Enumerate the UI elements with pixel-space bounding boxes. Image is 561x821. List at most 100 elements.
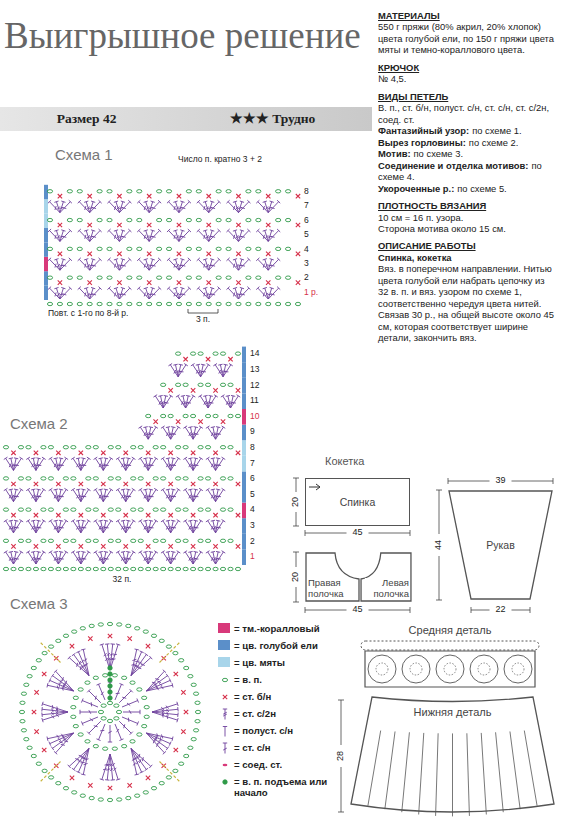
double-crochet [223,727,227,737]
color-bar [242,409,246,425]
chain-stitch [18,477,23,480]
double-crochet [193,551,203,564]
double-crochet [58,457,68,470]
double-crochet [59,259,65,271]
double-crochet [71,457,81,470]
single-crochet [124,482,128,486]
body-text: по схеме 3. [414,148,463,159]
double-crochet [209,258,221,270]
chain-stitch [183,383,188,386]
chain-stitch [93,744,98,747]
chart-label: 45 [352,528,362,538]
chain-stitch [144,705,149,708]
single-crochet [206,357,210,361]
chart-label: 8 [250,443,255,452]
chain-stitch [122,744,127,747]
chain-stitch [67,190,72,193]
single-crochet [296,194,300,198]
chain-stitch [196,302,201,305]
paragraph: № 4,5. [378,73,556,84]
double-crochet [181,395,186,408]
dimension-line [369,533,411,534]
double-crochet [167,229,179,241]
chain-stitch [190,414,195,417]
chain-stitch [73,724,78,727]
chain-stitch [205,383,210,386]
double-crochet [268,259,274,271]
chain-stitch [183,446,188,449]
chain-stitch [276,218,281,221]
paragraph: Вяз. в поперечном направлении. Нитью цве… [378,263,556,343]
pattern-piece: Левая полочка [360,552,412,602]
single-crochet [236,223,240,227]
chain-stitch [67,218,72,221]
double-crochet [178,230,184,242]
single-crochet [127,783,131,787]
chain-stitch [56,781,61,784]
double-crochet [193,488,203,501]
double-crochet [167,287,179,299]
direction-arrow [309,484,320,490]
single-crochet [147,280,151,284]
double-crochet [209,229,221,241]
double-crochet [268,229,280,241]
motif [436,655,464,683]
piece-label: Рукав [486,539,515,551]
pleat-line [436,733,439,816]
double-crochet [49,551,59,564]
body-text: ВИДЫ ПЕТЕЛЬ [378,91,448,102]
single-crochet [11,482,15,486]
single-crochet [168,388,172,392]
outline [306,553,359,601]
chain-stitch [127,190,132,193]
chain-stitch [222,678,227,681]
double-crochet [178,201,184,213]
double-crochet [26,488,36,501]
single-crochet [191,513,195,517]
chart-label: Кокетка [325,455,364,467]
chain-stitch [153,477,158,480]
chain-stitch [226,218,231,221]
double-crochet [197,258,209,270]
double-crochet [148,520,158,533]
double-crochet [149,259,155,271]
chain-stitch [63,539,68,542]
double-crochet [211,520,216,533]
chain-stitch [166,776,171,779]
double-crochet [178,364,188,377]
chain-stitch [47,247,52,250]
chain-stitch [184,666,189,669]
legend-symbol [218,691,232,703]
single-crochet [127,636,131,640]
chain-stitch [173,769,178,772]
chart-label: 7 [250,459,255,468]
chain-stitch [216,247,221,250]
chain-stitch [18,446,23,449]
chain-stitch [176,383,181,386]
chain-stitch [41,477,46,480]
piece-label: Размер 42 [57,111,117,127]
legend-symbol [218,742,232,754]
chain-stitch [56,567,61,570]
single-crochet [124,451,128,455]
double-crochet [99,551,104,564]
sleeve-piece: Рукав [448,490,553,600]
pleat-line [481,733,486,815]
chain-stitch [47,190,52,193]
single-crochet [296,280,300,284]
motif [504,655,532,683]
chain-stitch [186,218,191,221]
legend-text: = соед. ст. [234,759,282,770]
chain-stitch [198,352,203,355]
double-crochet [126,488,136,501]
chain-stitch [147,302,152,305]
chain-stitch [49,645,54,648]
chain-stitch [246,190,251,193]
chain-stitch [97,276,102,279]
paragraph: КРЮЧОК [378,62,556,73]
chain-stitch [226,302,231,305]
chart-label: Число п. кратно 3 + 2 [178,155,262,164]
chart-label: 32 п. [113,575,132,584]
chain-stitch [285,302,290,305]
